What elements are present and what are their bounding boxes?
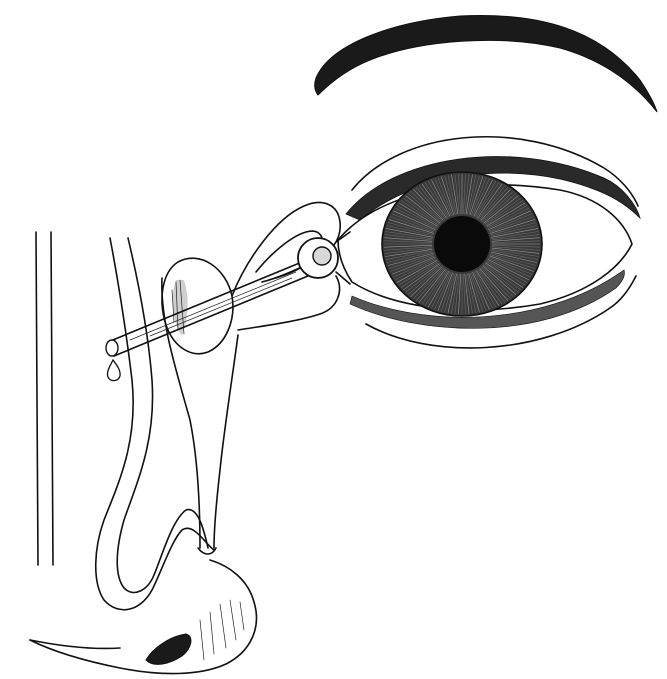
eyebrow-icon [315,15,657,112]
nasal-bridge-lines [36,232,53,565]
nasolacrimal-duct [162,278,238,554]
lacrimal-probe-icon [106,262,308,381]
eye-icon [338,137,640,348]
lacrimal-sac-outline [96,238,214,610]
nose-icon [30,560,256,674]
